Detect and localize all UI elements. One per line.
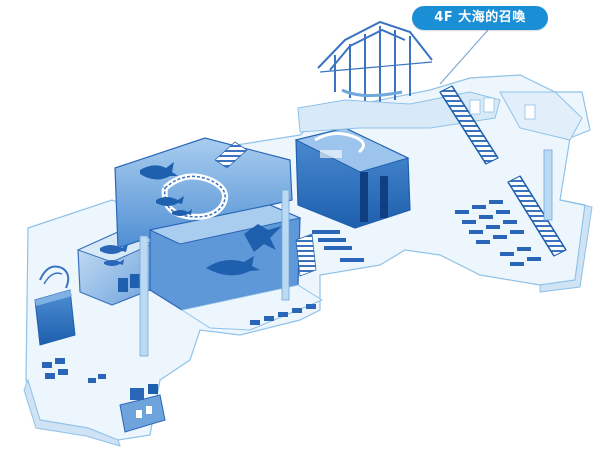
left-hall [34, 265, 166, 433]
upper-walkway [297, 85, 501, 165]
floor-label-badge[interactable]: 4F 大海的召喚 [412, 6, 548, 30]
glass-tower [317, 20, 433, 104]
main-tank [114, 137, 324, 357]
right-area [455, 91, 583, 266]
center-right-room [294, 127, 411, 262]
callout-leader-line [439, 29, 489, 85]
